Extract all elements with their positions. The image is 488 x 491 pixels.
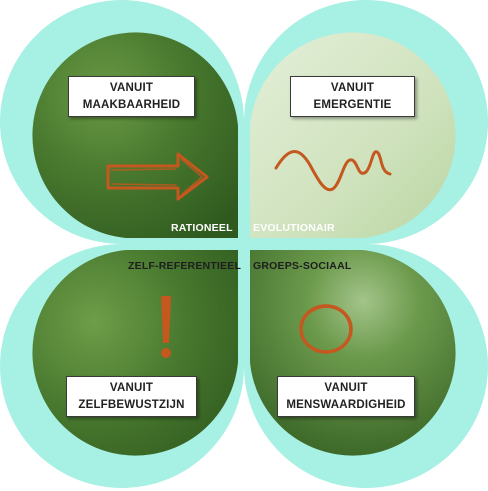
label-line1: VANUIT	[109, 81, 154, 94]
label-line2: MAAKBAARHEID	[82, 98, 181, 111]
leaf-bottom-left	[32, 250, 238, 456]
wave-icon	[274, 150, 392, 192]
label-line2: MENSWAARDIGHEID	[286, 398, 406, 411]
label-line2: ZELFBEWUSTZIJN	[78, 398, 185, 411]
label-maakbaarheid: VANUIT MAAKBAARHEID	[68, 76, 195, 117]
leaf-top-right	[250, 32, 456, 238]
arrow-right-icon	[106, 152, 209, 201]
circle-icon	[299, 304, 353, 354]
label-line1: VANUIT	[324, 381, 368, 394]
label-emergentie: VANUIT EMERGENTIE	[290, 76, 415, 117]
exclamation-icon	[161, 296, 171, 358]
label-line1: VANUIT	[330, 81, 375, 94]
axis-label-evolutionair: EVOLUTIONAIR	[253, 222, 335, 234]
axis-label-zelf-referentieel: ZELF-REFERENTIEEL	[128, 260, 242, 272]
axis-label-groeps-sociaal: GROEPS-SOCIAAL	[253, 260, 352, 272]
label-line1: VANUIT	[109, 381, 154, 394]
label-line2: EMERGENTIE	[313, 98, 392, 111]
label-zelfbewustzijn: VANUIT ZELFBEWUSTZIJN	[66, 376, 197, 417]
axis-label-rationeel: RATIONEEL	[171, 222, 233, 234]
leaf-bottom-right	[250, 250, 456, 456]
leaf-top-left	[32, 32, 238, 238]
label-menswaardigheid: VANUIT MENSWAARDIGHEID	[277, 376, 415, 417]
